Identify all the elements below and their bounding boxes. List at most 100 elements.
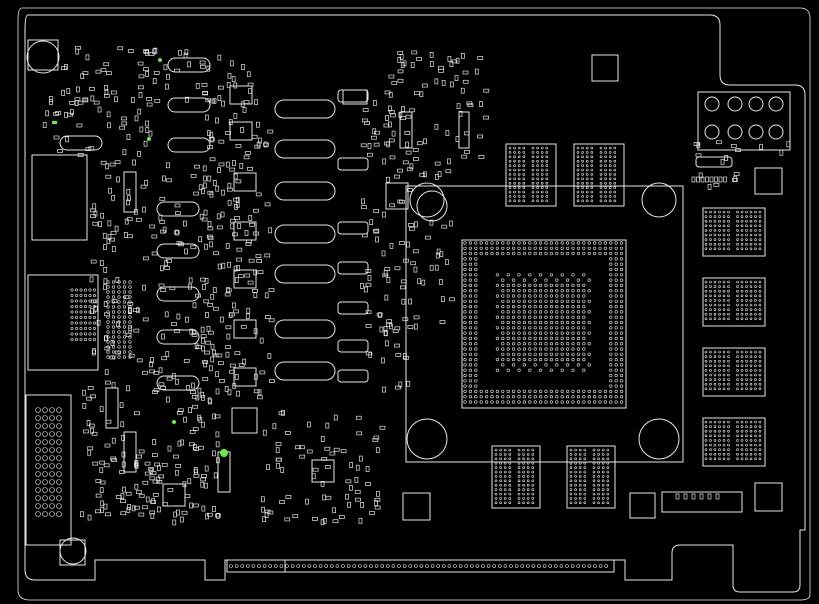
bga-ball bbox=[599, 177, 603, 181]
smd-pad bbox=[463, 131, 470, 136]
bga-ball bbox=[736, 215, 739, 218]
bga-ball bbox=[357, 564, 362, 568]
smd-pad bbox=[55, 111, 61, 115]
bga-ball bbox=[501, 336, 505, 341]
bga-ball bbox=[754, 378, 757, 381]
smd-pad bbox=[131, 505, 136, 512]
smd-pad bbox=[209, 99, 215, 104]
bga-ball bbox=[499, 475, 502, 478]
bga-ball bbox=[463, 352, 467, 356]
bga-ball bbox=[754, 280, 757, 284]
smd-pad bbox=[365, 324, 372, 328]
smd-pad bbox=[212, 180, 217, 186]
bga-ball bbox=[709, 233, 712, 237]
bga-ball bbox=[75, 304, 79, 308]
bga-ball bbox=[574, 479, 577, 483]
smd-pad bbox=[253, 328, 258, 335]
smd-pad bbox=[202, 360, 208, 364]
smd-pad bbox=[213, 472, 218, 479]
smd-pad bbox=[91, 349, 96, 356]
bga-ball bbox=[718, 429, 721, 433]
highlight-pad[interactable] bbox=[158, 58, 162, 62]
bga-ball bbox=[513, 164, 516, 167]
bga-ball bbox=[740, 224, 744, 228]
bga-ball bbox=[75, 332, 79, 336]
bga-ball bbox=[704, 285, 708, 288]
bga-ball bbox=[619, 358, 624, 362]
bga-ball bbox=[468, 336, 473, 341]
smd-pad bbox=[227, 72, 232, 79]
bga-ball bbox=[754, 420, 757, 424]
bga-ball bbox=[508, 497, 512, 500]
bga-ball bbox=[560, 331, 564, 335]
bga-ball bbox=[736, 420, 739, 424]
highlight-pad[interactable] bbox=[147, 137, 151, 141]
bga-ball bbox=[713, 238, 717, 241]
bga-ball bbox=[736, 280, 739, 284]
smd-pad bbox=[127, 234, 133, 239]
bga-ball bbox=[592, 448, 596, 452]
bga-ball bbox=[604, 190, 607, 194]
bga-ball bbox=[559, 564, 564, 568]
smd-pad bbox=[91, 431, 98, 436]
smd-pad bbox=[183, 359, 190, 363]
highlight-pad[interactable] bbox=[52, 121, 57, 124]
bga-ball bbox=[590, 151, 594, 154]
bga-ball bbox=[576, 294, 581, 298]
bga-ball bbox=[538, 347, 543, 351]
bga-ball bbox=[458, 564, 463, 568]
smd-pad bbox=[261, 506, 265, 513]
bga-ball bbox=[576, 326, 581, 330]
bga-ball bbox=[528, 310, 532, 314]
bga-ball bbox=[613, 190, 617, 194]
bga-ball bbox=[709, 224, 712, 228]
bga-ball bbox=[517, 155, 521, 159]
smd-pad bbox=[218, 361, 224, 365]
smd-pad bbox=[229, 167, 236, 172]
smd-pad bbox=[212, 97, 217, 104]
bga-ball bbox=[619, 299, 624, 303]
smd-pad bbox=[266, 464, 270, 471]
smd-pad bbox=[355, 415, 362, 420]
bga-ball bbox=[578, 470, 582, 474]
smd-pad bbox=[461, 154, 468, 159]
bga-ball bbox=[587, 389, 591, 394]
highlight-pad[interactable] bbox=[220, 449, 228, 457]
bga-ball bbox=[42, 487, 48, 493]
bga-ball bbox=[501, 289, 505, 293]
smd-pad bbox=[171, 321, 177, 326]
highlight-pad[interactable] bbox=[172, 420, 176, 424]
bga-ball bbox=[569, 457, 573, 461]
bga-ball bbox=[745, 448, 748, 451]
bga-ball bbox=[704, 355, 708, 358]
bga-ball bbox=[718, 312, 721, 316]
smd-pad bbox=[152, 439, 156, 445]
bga-ball bbox=[506, 352, 510, 356]
bga-ball bbox=[506, 358, 510, 362]
bga-ball bbox=[533, 283, 537, 288]
highlighted-pads[interactable] bbox=[52, 58, 228, 457]
smd-pad bbox=[227, 389, 232, 396]
smd-pad bbox=[474, 68, 479, 75]
bga-ball bbox=[704, 229, 708, 232]
bga-ball bbox=[511, 342, 516, 346]
bga-ball bbox=[609, 278, 613, 282]
bga-ball bbox=[540, 195, 544, 198]
bga-ball bbox=[522, 199, 526, 203]
bga-ball bbox=[713, 219, 717, 223]
smd-pad bbox=[66, 88, 71, 94]
bga-ball bbox=[576, 347, 581, 351]
bga-ball bbox=[517, 289, 521, 293]
smd-pad bbox=[187, 61, 192, 68]
bga-ball bbox=[565, 283, 570, 288]
bga-ball bbox=[511, 363, 516, 367]
bga-ball bbox=[313, 564, 317, 568]
bga-ball bbox=[749, 312, 753, 316]
bga-ball bbox=[494, 475, 498, 478]
smd-pad bbox=[707, 184, 712, 190]
smd-pad bbox=[284, 517, 291, 522]
smd-pad bbox=[53, 111, 59, 116]
smd-pad bbox=[367, 143, 372, 149]
